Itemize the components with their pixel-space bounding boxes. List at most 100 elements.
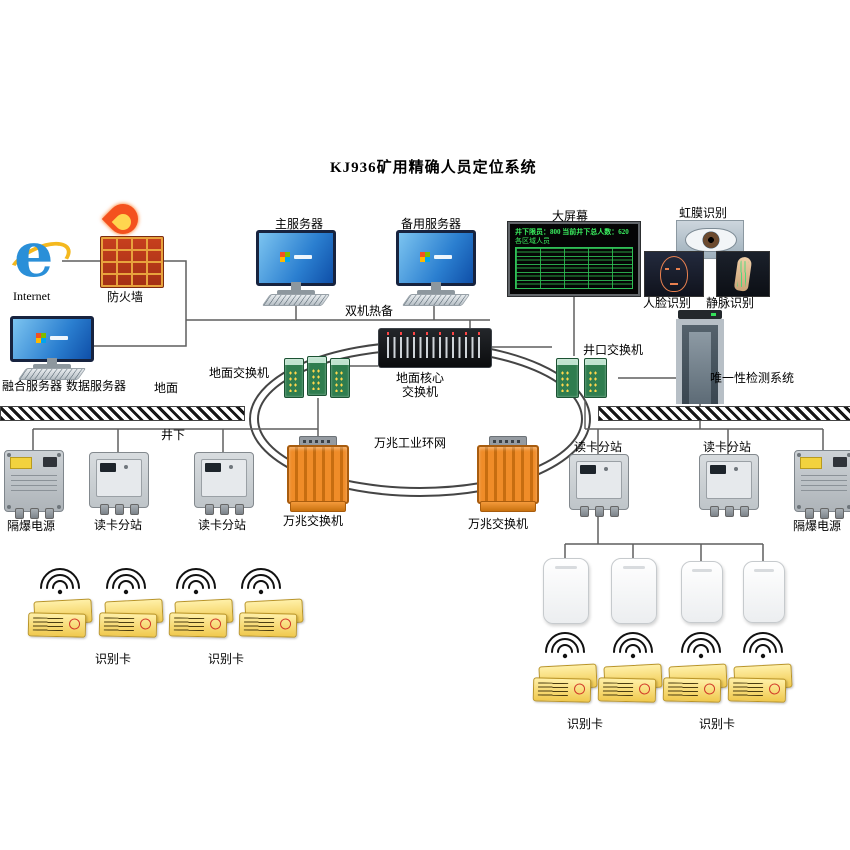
card-substation-icon [569,454,629,517]
wifi-icon [613,632,653,660]
wifi-icon [40,568,80,596]
monitor-stand [291,282,301,291]
power-display [43,457,57,467]
ground-label: 地面 [154,381,179,395]
card-stamp [768,683,781,695]
vein-recognition-label: 静脉识别 [706,296,755,310]
connection-lines [32,260,824,561]
card-substation-icon [699,454,759,517]
backup-server-label: 备用服务器 [401,217,462,231]
face-recognition-label: 人脸识别 [643,296,692,310]
switch-unit-icon [307,356,327,396]
switch-base [480,501,536,512]
substation-display [580,465,596,474]
fusion-server-label: 融合服务器 [2,379,63,393]
cable-gland [15,508,24,519]
power-vents [801,475,847,491]
cable-gland [595,506,604,517]
card-stamp [703,683,716,695]
id-card-icon [168,612,228,638]
exproof-power-label: 隔爆电源 [793,519,842,533]
big-screen-table [515,247,633,289]
id-card-stack [27,598,93,640]
card-stamp [209,618,222,630]
id-card-stack [597,663,663,705]
cable-gland [710,506,719,517]
bolt-icon [847,505,850,509]
card-substation-label: 读卡分站 [94,518,143,532]
firewall-label: 防火墙 [107,290,144,304]
keyboard-icon [261,294,331,306]
bolt-icon [57,505,61,509]
internet-icon: e [3,218,77,291]
bolt-icon [57,453,61,457]
uniqueness-system-label: 唯一性检测系统 [710,371,795,385]
id-card-label: 识别卡 [208,652,245,666]
cable-gland [235,504,244,515]
id-card-label: 识别卡 [95,652,132,666]
ground-switch-icon [284,356,350,398]
bolt-icon [797,453,801,457]
substation-led [604,467,608,471]
cable-gland [45,508,54,519]
id-card-stack [727,663,793,705]
substation-display [205,463,221,472]
core-switch-label-line1: 地面核心 [396,371,445,385]
wireless-reader-icon [743,561,785,623]
monitor-base [417,290,455,295]
card-stamp [139,618,152,630]
tengig-switch-icon [287,436,349,512]
substation-display [100,463,116,472]
monitor-stand [47,358,57,365]
ground-divider-right [598,406,850,421]
substation-display [710,465,726,474]
core-switch-icon [378,328,492,368]
card-substation-label: 读卡分站 [703,440,752,454]
cable-gland [205,504,214,515]
card-substation-label: 读卡分站 [574,440,623,454]
substation-led [229,465,233,469]
vein-image [716,251,770,297]
cable-gland [30,508,39,519]
exproof-power-icon [794,450,850,519]
id-card-stack [532,663,598,705]
monitor-screen [10,316,94,362]
gate-control-panel [678,310,722,319]
id-card-stack [238,598,304,640]
card-text-lines [537,682,569,697]
cable-gland [115,504,124,515]
eye-icon [685,228,737,252]
keyboard-icon [401,294,471,306]
id-card-icon [727,677,787,703]
switch-base [290,501,346,512]
id-card-icon [98,612,158,638]
cable-gland [805,508,814,519]
card-substation-icon [194,452,254,515]
face-image [644,251,704,297]
switch-unit-icon [556,358,579,398]
id-card-label: 识别卡 [567,717,604,731]
security-gate-icon [676,310,724,404]
id-card-stack [98,598,164,640]
monitor-screen [396,230,476,286]
substation-led [124,465,128,469]
bolt-icon [7,505,11,509]
windows-flag-icon [36,333,46,343]
cable-gland [580,506,589,517]
cable-gland [740,506,749,517]
wifi-icon [106,568,146,596]
ground-divider-left [0,406,245,421]
wifi-icon [681,632,721,660]
power-tag [800,457,822,469]
id-card-icon [532,677,592,703]
fusion-data-server-icon [10,316,94,380]
switch-body [477,445,539,504]
bolt-icon [797,505,801,509]
cable-gland [725,506,734,517]
card-text-lines [667,682,699,697]
wifi-icon [176,568,216,596]
big-screen-subline: 各区域人员 [515,237,550,245]
wireless-reader-icon [543,558,589,624]
firewall-icon [100,197,164,288]
